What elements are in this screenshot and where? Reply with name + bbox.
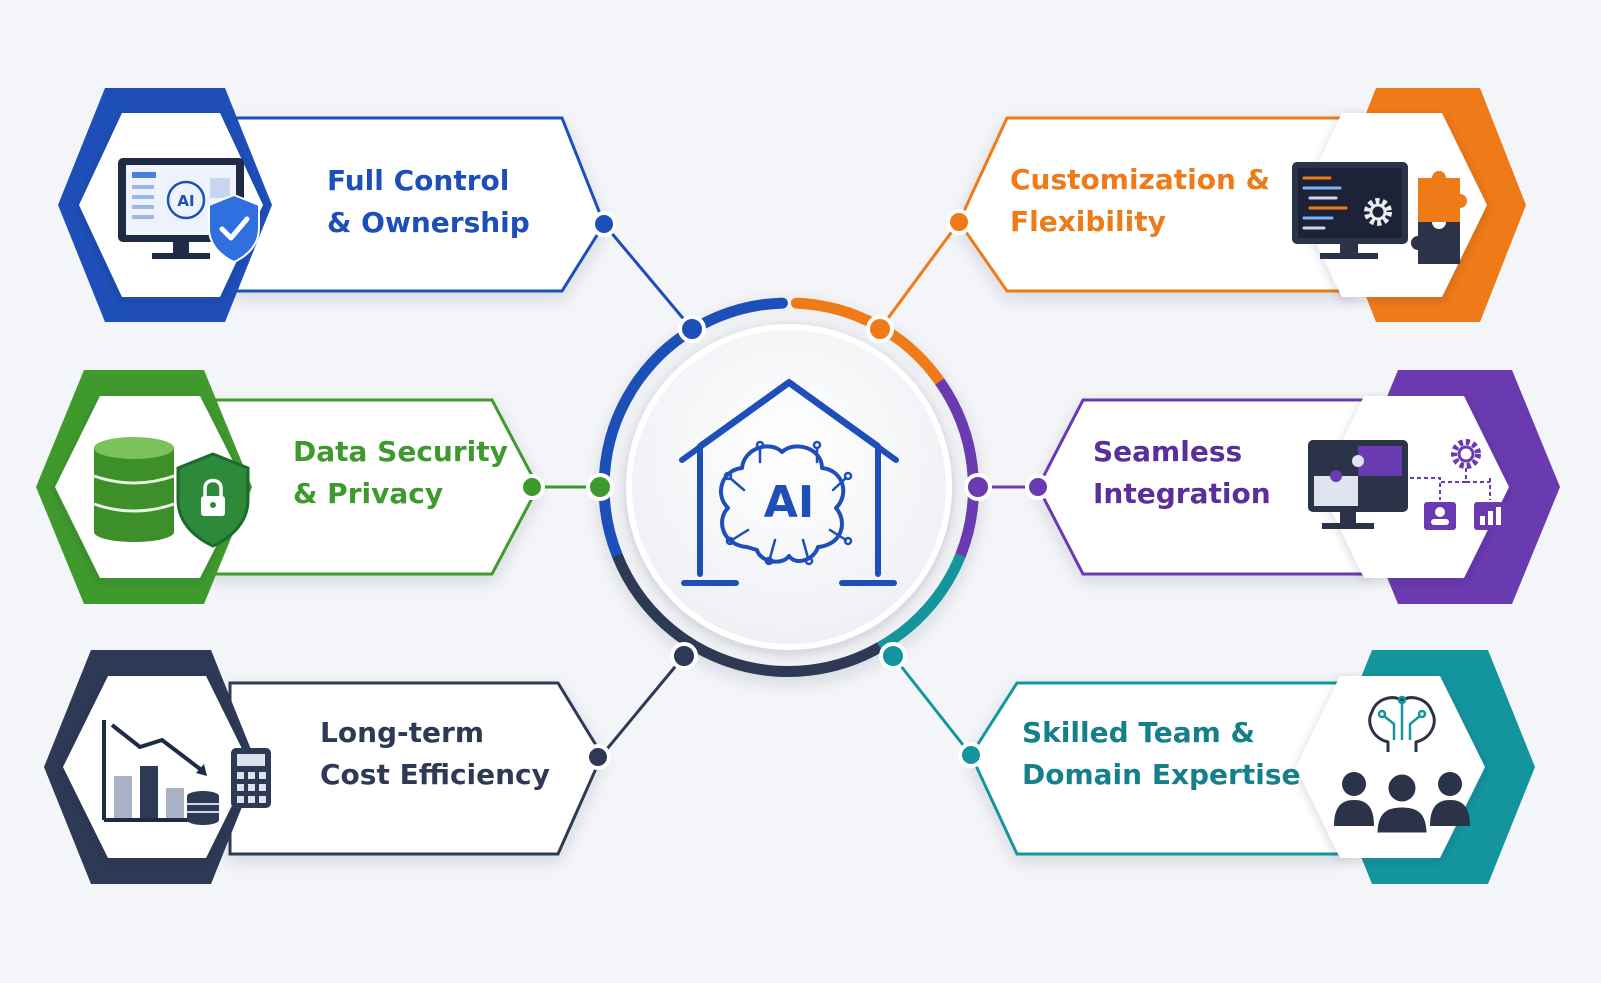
house-ai-brain-icon <box>679 379 899 586</box>
connectors <box>538 221 1038 756</box>
node-label-line1: Customization & <box>1010 163 1270 196</box>
node-label-line1: Full Control <box>327 164 509 197</box>
node-label-line2: & Privacy <box>293 477 443 510</box>
node-label-line2: Integration <box>1093 477 1271 510</box>
dot-team-outer <box>958 742 984 768</box>
node-customization[interactable]: Customization & Flexibility <box>957 88 1526 322</box>
node-label-line2: Flexibility <box>1010 205 1166 238</box>
node-label-line2: & Ownership <box>327 206 530 239</box>
dot-integration-outer <box>1025 474 1051 500</box>
node-label-line1: Seamless <box>1093 435 1242 468</box>
node-label-line1: Skilled Team & <box>1022 716 1255 749</box>
puzzle-monitor-network-icon <box>1308 439 1506 530</box>
database-lock-shield-icon <box>93 437 250 548</box>
node-full-control[interactable]: AI Full Control & Ownership <box>58 88 606 322</box>
hub-ring-purple <box>935 378 979 558</box>
node-data-security[interactable]: Data Security & Privacy <box>36 370 540 604</box>
node-label-line1: Long-term <box>320 716 484 749</box>
connector-dots <box>519 209 1051 770</box>
team-brain-circuit-icon <box>1334 695 1470 836</box>
node-label-line2: Domain Expertise <box>1022 758 1301 791</box>
hub-ring-teal <box>877 553 966 652</box>
monitor-ai-shield-icon: AI <box>118 158 260 264</box>
dot-data-security-outer <box>519 474 545 500</box>
dot-data-security-hub <box>586 473 614 501</box>
dot-cost-hub <box>670 642 698 670</box>
dot-custom-outer <box>946 209 972 235</box>
code-monitor-puzzle-icon <box>1292 162 1467 264</box>
svg-text:Data Security& Privacy: Data Security & Privacy <box>293 435 508 510</box>
dot-full-control-outer <box>591 211 617 237</box>
dot-custom-hub <box>866 315 894 343</box>
center-hub: AI <box>598 297 979 677</box>
dot-cost-outer <box>585 744 611 770</box>
hub-ring-blue <box>598 297 788 562</box>
dot-integration-hub <box>964 473 992 501</box>
dot-full-control-hub <box>678 315 706 343</box>
node-label-line1: Data Security <box>293 435 508 468</box>
svg-text:AI: AI <box>177 192 194 210</box>
hub-ring-navy <box>612 553 883 677</box>
declining-chart-calculator-icon <box>102 720 271 825</box>
dot-team-hub <box>879 642 907 670</box>
svg-text:Customization &Flexibility: Customization & Flexibility <box>1010 163 1270 238</box>
node-skilled-team[interactable]: Skilled Team & Domain Expertise <box>969 650 1535 884</box>
svg-text:Full Control& Ownership: Full Control & Ownership <box>327 164 530 239</box>
node-label-line2: Cost Efficiency <box>320 758 550 791</box>
hub-ai-text: AI <box>764 477 814 528</box>
svg-text:Skilled Team &Domain Expertise: Skilled Team & Domain Expertise <box>1022 716 1301 791</box>
